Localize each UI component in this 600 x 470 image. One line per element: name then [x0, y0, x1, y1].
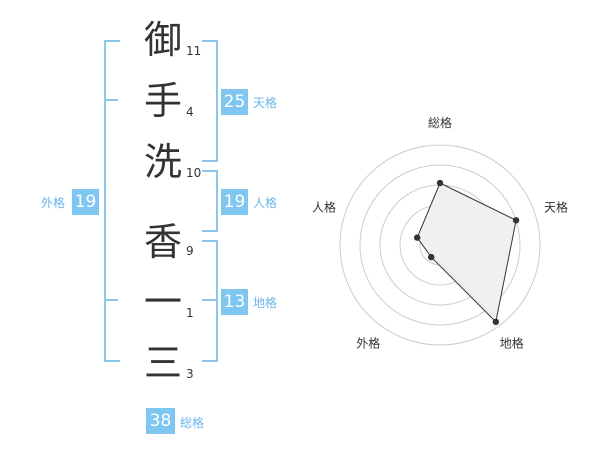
jinkaku-label: 人格	[253, 196, 278, 210]
gaikaku-label: 外格	[41, 196, 66, 210]
radar-axis-label-1: 総格	[428, 115, 452, 130]
name-character-1: 御	[143, 18, 182, 62]
soukaku-badge: 38	[146, 408, 175, 434]
jinkaku-bracket	[202, 170, 218, 232]
bracket-tick	[104, 99, 118, 101]
chikaku-label: 地格	[253, 296, 278, 310]
radar-axis-label-2: 天格	[544, 199, 568, 214]
stroke-count-3: 10	[186, 166, 202, 180]
radar-point-1	[436, 179, 444, 187]
chikaku-badge: 13	[221, 289, 248, 315]
radar-ring-1	[339, 144, 541, 346]
radar-point-3	[492, 318, 500, 326]
bracket-tick	[104, 299, 118, 301]
bracket-tick	[202, 299, 216, 301]
chikaku-bracket	[202, 240, 218, 362]
radar-axis-label-4: 外格	[356, 336, 380, 351]
stroke-count-6: 3	[186, 367, 194, 381]
radar-point-4	[427, 253, 435, 261]
jinkaku-badge: 19	[221, 189, 248, 215]
stroke-count-5: 1	[186, 306, 194, 320]
name-character-4: 香	[143, 220, 182, 264]
radar-ring-2	[359, 164, 521, 326]
stroke-count-2: 4	[186, 105, 194, 119]
radar-axis-label-3: 地格	[500, 336, 524, 351]
tenkaku-badge: 25	[221, 89, 248, 115]
tenkaku-label: 天格	[253, 96, 278, 110]
stroke-count-4: 9	[186, 244, 194, 258]
radar-point-2	[512, 217, 520, 224]
radar-point-5	[413, 234, 421, 241]
gaikaku-badge: 19	[72, 189, 99, 215]
name-character-3: 洗	[143, 140, 182, 184]
name-character-5: 一	[143, 280, 182, 324]
soukaku-label: 総格	[180, 416, 205, 430]
name-character-6: 三	[143, 341, 182, 385]
tenkaku-bracket	[202, 40, 218, 162]
name-character-2: 手	[143, 79, 182, 123]
stroke-count-1: 11	[186, 44, 202, 58]
radar-axis-label-5: 人格	[312, 199, 336, 214]
radar-score-polygon	[416, 182, 517, 323]
gaikaku-bracket	[104, 40, 120, 362]
